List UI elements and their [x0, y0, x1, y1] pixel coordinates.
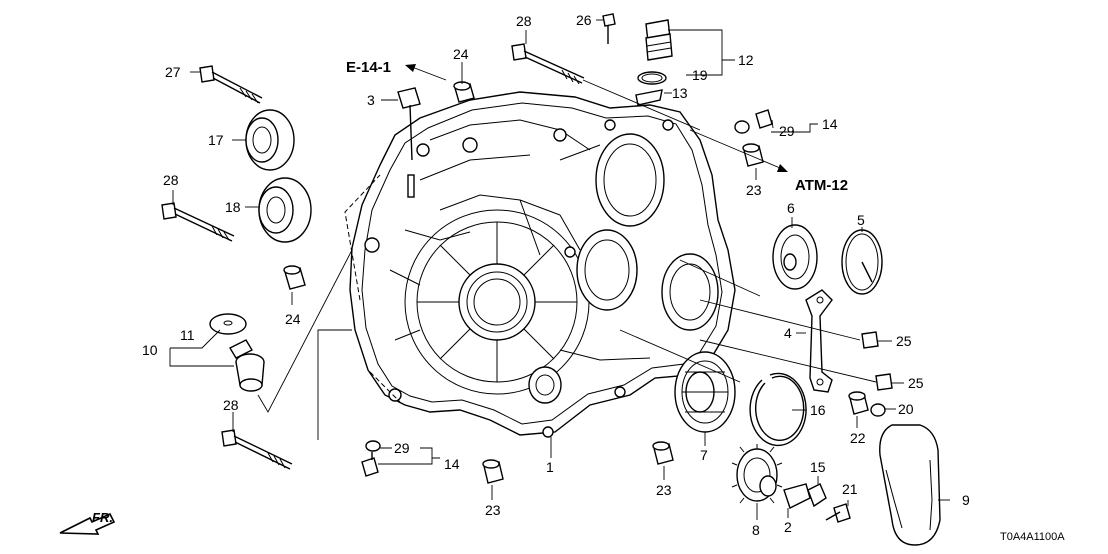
bolt-21: [825, 503, 851, 523]
leader-lines: [169, 19, 950, 520]
callout-27: 27: [165, 64, 181, 80]
callout-9: 9: [962, 492, 970, 508]
clip-13: [635, 89, 663, 106]
bearing-7: [674, 351, 736, 433]
bracket-4: [805, 289, 833, 393]
callout-13: 13: [672, 85, 688, 101]
bolt-25-lower: [875, 373, 893, 391]
callout-23-center: 23: [656, 482, 672, 498]
callout-16: 16: [810, 402, 826, 418]
diagram-code: T0A4A1100A: [1000, 531, 1065, 543]
sensor-3: [397, 87, 421, 161]
front-direction-arrow: [59, 512, 116, 535]
pin-15: [807, 483, 827, 508]
bolt-25-upper: [861, 331, 879, 349]
reference-atm-12: ATM-12: [795, 177, 848, 194]
callout-labels: 27 17 28 18 24 11 10 28 3 24 28 26 12 19…: [92, 12, 1065, 543]
callout-28-left: 28: [163, 172, 179, 188]
bolt-washer-14-bottom: [361, 440, 381, 477]
callout-24-left: 24: [285, 311, 301, 327]
dowel-pin-23-bottom: [482, 459, 504, 484]
bolt-28-top: [511, 43, 585, 85]
washer-11: [209, 313, 247, 335]
callout-14-top: 14: [822, 116, 838, 132]
dowel-pin-24-top: [453, 81, 475, 103]
callout-5: 5: [857, 212, 865, 228]
plate-5: [841, 229, 883, 295]
o-ring-19: [637, 71, 667, 85]
callout-18: 18: [225, 199, 241, 215]
dowel-pin-23-center: [652, 441, 674, 465]
o-ring-20: [870, 403, 886, 417]
callout-25-upper: 25: [896, 333, 912, 349]
dowel-pin-23-right: [742, 143, 764, 167]
callout-2: 2: [784, 519, 792, 535]
bracket-2: [783, 483, 811, 509]
gear-8: [731, 444, 783, 504]
callout-20: 20: [898, 401, 914, 417]
reference-e14-1: E-14-1: [346, 59, 391, 76]
callout-25-lower: 25: [908, 375, 924, 391]
callout-23-right: 23: [746, 182, 762, 198]
callout-12: 12: [738, 52, 754, 68]
bolt-28-bottom: [221, 429, 293, 470]
callout-22: 22: [850, 430, 866, 446]
callout-6: 6: [787, 200, 795, 216]
chain-9: [879, 424, 941, 546]
callout-7: 7: [700, 447, 708, 463]
oil-seal-17: [245, 109, 295, 171]
breather-assembly-10: [229, 339, 265, 392]
callout-29-bottom: 29: [394, 440, 410, 456]
callout-19: 19: [692, 67, 708, 83]
bolt-washer-14-top: [734, 109, 773, 134]
callout-24-top: 24: [453, 46, 469, 62]
bolt-26: [602, 13, 616, 44]
callout-17: 17: [208, 132, 224, 148]
callout-28-top: 28: [516, 13, 532, 29]
callout-4: 4: [784, 325, 792, 341]
snap-ring-16: [749, 372, 807, 447]
front-direction-label: FR.: [92, 510, 113, 525]
callout-3: 3: [367, 92, 375, 108]
dowel-pin-22: [848, 391, 869, 415]
bolt-27: [199, 65, 263, 104]
transmission-housing: [344, 91, 736, 438]
callout-26: 26: [576, 12, 592, 28]
callout-23-bottom: 23: [485, 502, 501, 518]
reference-arrow-atm12: [689, 129, 788, 172]
callout-28-bottom: 28: [223, 397, 239, 413]
callout-1: 1: [546, 459, 554, 475]
callout-14-bottom: 14: [444, 456, 460, 472]
sensor-12: [645, 19, 673, 61]
callout-8: 8: [752, 522, 760, 538]
callout-10: 10: [142, 342, 158, 358]
dowel-pin-24-left: [283, 265, 306, 290]
bolt-28-left: [161, 202, 235, 242]
callout-11: 11: [180, 327, 195, 343]
reference-arrow-e14: [405, 64, 447, 81]
oil-seal-18: [258, 177, 312, 243]
callout-29-top: 29: [779, 123, 795, 139]
cover-6: [772, 224, 818, 290]
callout-21: 21: [842, 481, 858, 497]
callout-15: 15: [810, 459, 826, 475]
